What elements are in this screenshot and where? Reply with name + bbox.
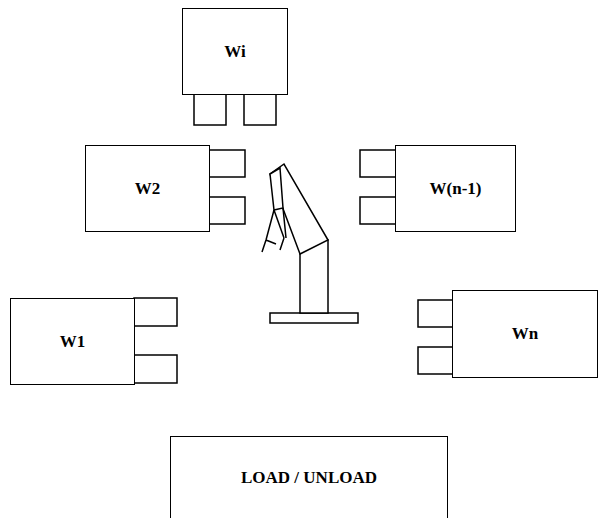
load-unload-station: LOAD / UNLOAD [170,436,448,518]
robot-gripper [262,208,286,252]
robot-arm [262,164,358,323]
station-slot [360,150,396,177]
robot-upper-arm [270,164,328,254]
station-label: W1 [60,332,86,352]
workstation-box: W1 [10,298,135,385]
workstation-box: Wi [182,8,288,95]
robot-base [270,313,358,323]
robot-forearm [270,168,283,210]
station-slot [134,298,177,326]
station-slot [194,94,226,125]
workstation-box: W2 [85,145,210,232]
station-label: LOAD / UNLOAD [241,468,377,488]
station-label: Wi [224,42,245,62]
station-slot [209,150,245,177]
station-slot [134,355,177,383]
station-slot [244,94,276,125]
station-label: Wn [512,324,538,344]
station-slot [418,347,453,374]
station-slot [360,197,396,224]
station-label: W2 [135,179,161,199]
station-slot [209,197,245,224]
station-label: W(n-1) [430,179,482,199]
workstation-box: Wn [452,290,598,378]
workstation-box: W(n-1) [395,145,516,232]
station-slot [418,300,453,327]
